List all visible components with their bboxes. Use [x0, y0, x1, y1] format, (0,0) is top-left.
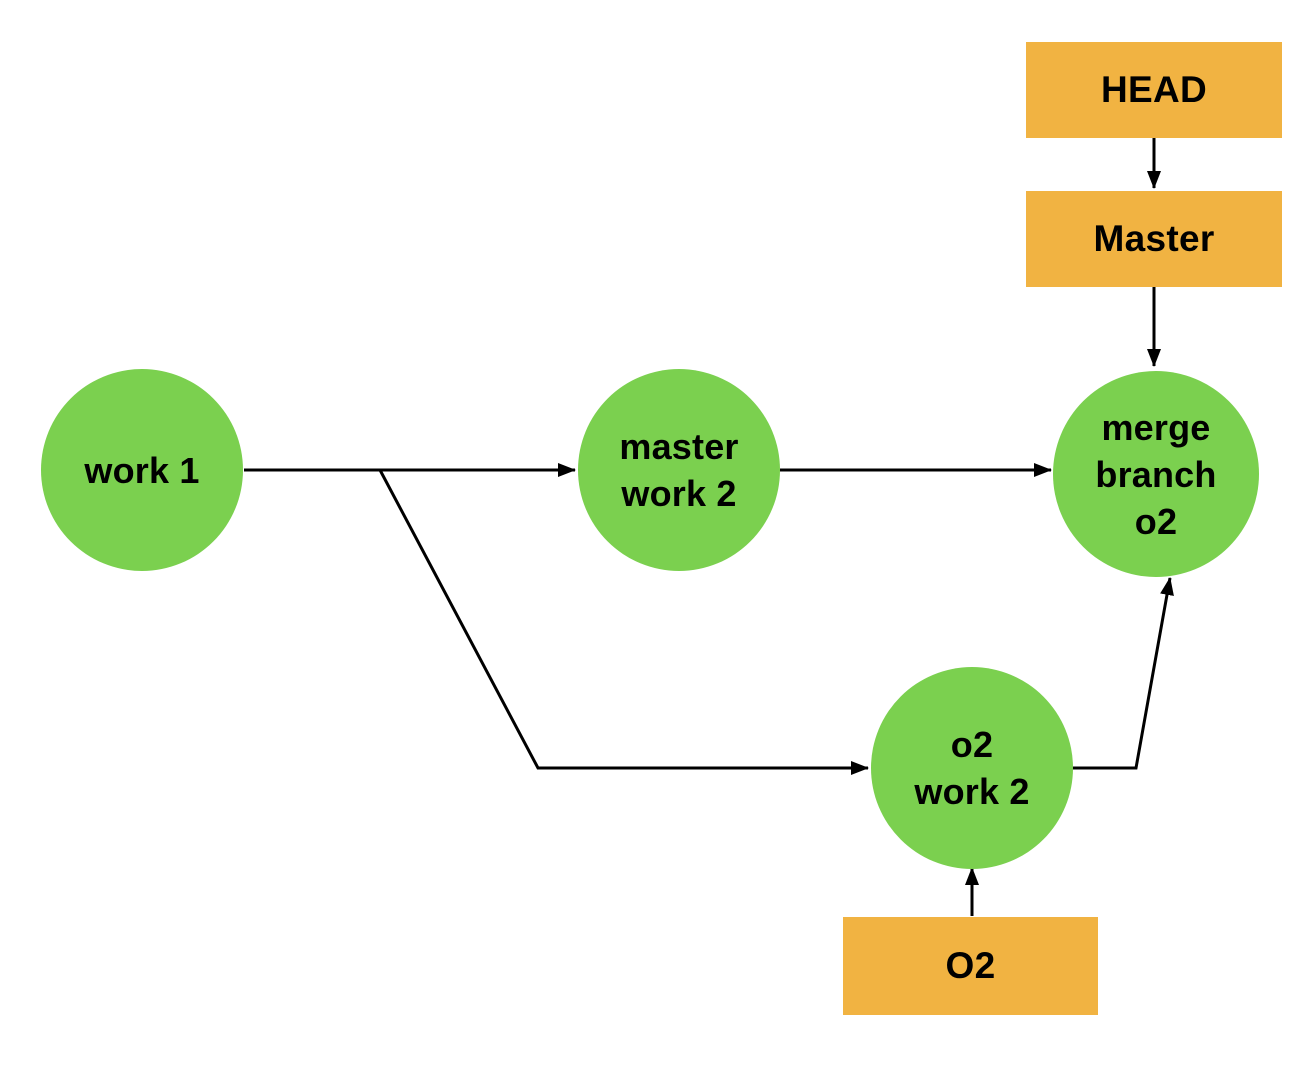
pointer-box-o2-label: O2 [945, 945, 996, 986]
pointer-box-master-label: Master [1093, 218, 1215, 259]
pointer-box-o2: O2 [843, 917, 1098, 1015]
arrow-o2-work2-to-merge-branch-o2 [1072, 577, 1174, 770]
commit-node-master-work2-label: master work 2 [619, 426, 739, 514]
pointer-box-head: HEAD [1026, 42, 1282, 138]
commit-node-merge-branch-o2-label: merge branch o2 [1095, 406, 1217, 542]
commit-node-o2-work2: o2 work 2 [871, 667, 1073, 869]
commit-node-master-work2: master work 2 [578, 369, 780, 571]
commit-node-work1-label: work 1 [84, 449, 200, 491]
commit-node-o2-work2-label: o2 work 2 [914, 724, 1030, 812]
pointer-box-master: Master [1026, 191, 1282, 287]
commit-node-merge-branch-o2: merge branch o2 [1053, 371, 1259, 577]
pointer-box-head-label: HEAD [1100, 69, 1208, 110]
arrow-work1-fork-to-o2-work2 [378, 469, 869, 775]
commit-node-work1: work 1 [41, 369, 243, 571]
